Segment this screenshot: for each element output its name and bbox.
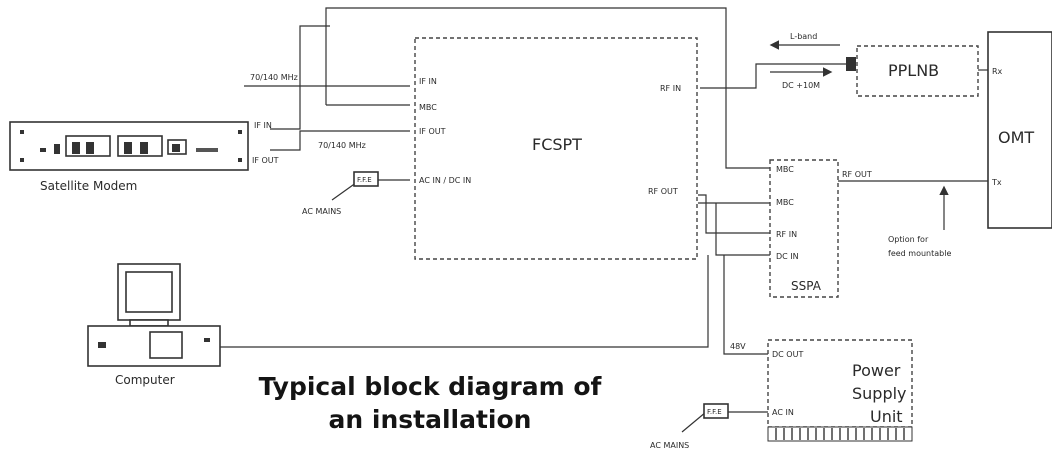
psu-ac-in-port: AC IN — [772, 408, 794, 417]
sspa-rf-in-port: RF IN — [776, 230, 797, 239]
sspa-title: SSPA — [791, 279, 822, 293]
psu-dc-out-port: DC OUT — [772, 350, 803, 359]
modem-if-out-port: IF OUT — [252, 156, 279, 165]
omt-title: OMT — [998, 128, 1034, 147]
lband-label: L-band — [790, 32, 817, 41]
48v-label: 48V — [730, 342, 746, 351]
omt-unit — [987, 31, 1052, 229]
power-supply-unit — [767, 339, 913, 442]
dc-10m-label: DC +10M — [782, 81, 820, 90]
satellite-modem — [9, 121, 249, 171]
computer — [87, 263, 221, 367]
ac-plug-1 — [353, 171, 379, 187]
freq-label-mid: 70/140 MHz — [318, 141, 366, 150]
fcspt-rf-in-port: RF IN — [660, 84, 681, 93]
caption-line-1: Typical block diagram of — [258, 372, 602, 401]
connection-lines — [220, 7, 988, 433]
ac-mains-label-2: AC MAINS — [650, 441, 689, 450]
fcspt-rf-out-port: RF OUT — [648, 187, 678, 196]
pplnb-title: PPLNB — [888, 61, 939, 80]
diagram-caption: Typical block diagram of an installation — [0, 370, 860, 436]
fcspt-if-out-port: IF OUT — [419, 127, 446, 136]
modem-title: Satellite Modem — [40, 179, 137, 193]
ac-mains-label-1: AC MAINS — [302, 207, 341, 216]
fcspt-ac-dc-in-port: AC IN / DC IN — [419, 176, 471, 185]
ac-plug-2 — [703, 403, 729, 419]
freq-label-top: 70/140 MHz — [250, 73, 298, 82]
option-label-line2: feed mountable — [888, 249, 951, 258]
psu-title-line3: Unit — [870, 407, 903, 426]
computer-title: Computer — [115, 373, 175, 387]
sspa-rf-out-port: RF OUT — [842, 170, 872, 179]
sspa-mbc-top-port: MBC — [776, 165, 794, 174]
caption-line-2: an installation — [328, 405, 532, 434]
omt-rx-port: Rx — [992, 67, 1003, 76]
fcspt-mbc-port: MBC — [419, 103, 437, 112]
omt-tx-port: Tx — [991, 178, 1002, 187]
fcspt-unit — [414, 37, 698, 260]
fcspt-title: FCSPT — [532, 135, 582, 154]
sspa-mbc-port: MBC — [776, 198, 794, 207]
option-label-line1: Option for — [888, 235, 929, 244]
plug-label-2: F.F.E — [707, 408, 722, 416]
plug-label-1: F.F.E — [357, 176, 372, 184]
pplnb-unit — [846, 45, 979, 97]
modem-if-in-port: IF IN — [254, 121, 272, 130]
psu-title-line2: Supply — [852, 384, 907, 403]
sspa-unit — [769, 159, 839, 298]
fcspt-if-in-port: IF IN — [419, 77, 437, 86]
sspa-dc-in-port: DC IN — [776, 252, 799, 261]
psu-title-line1: Power — [852, 361, 901, 380]
